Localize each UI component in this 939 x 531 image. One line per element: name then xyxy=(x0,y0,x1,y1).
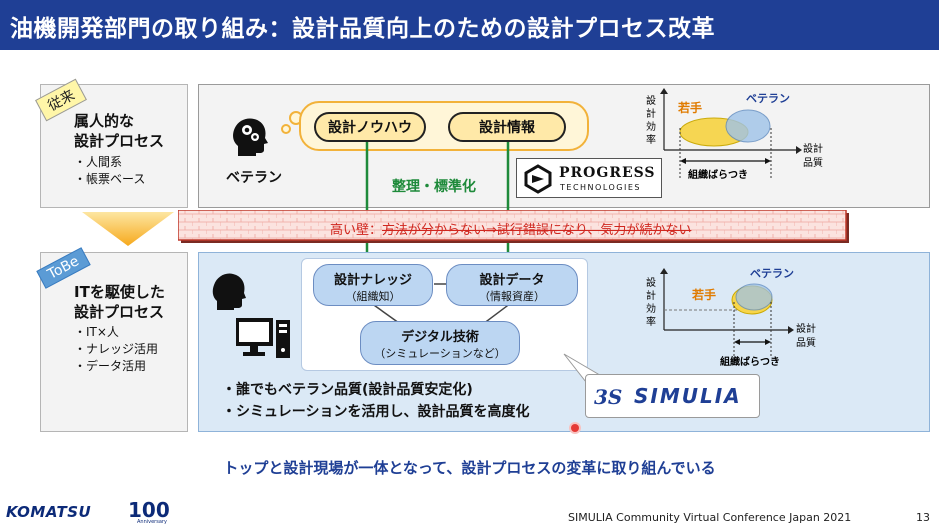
future-chart-x-label-1: 設計 xyxy=(796,322,816,335)
knowledge-sub: （組織知） xyxy=(345,290,401,303)
footer-message: トップと設計現場が一体となって、設計プロセスの変革に取り組んでいる xyxy=(223,459,716,477)
standardize-arrows xyxy=(361,142,514,268)
page-number: 13 xyxy=(916,511,930,524)
veteran-label: ベテラン xyxy=(226,170,282,186)
current-chart-x-label-1: 設計 xyxy=(803,142,823,155)
future-process-title-2: 設計プロセス xyxy=(74,303,165,321)
knowledge-title: 設計ナレッジ xyxy=(333,273,412,288)
current-bullet-1: ・人間系 xyxy=(74,155,123,169)
wall-text: 高い壁：方法が分からない⇒試行錯誤になり、気力が続かない xyxy=(330,219,691,238)
future-chart-series-young: 若手 xyxy=(691,287,716,302)
komatsu-logo: KOMATSU xyxy=(6,503,92,521)
current-chart-series-young: 若手 xyxy=(677,100,702,115)
current-chart-y-label-4: 率 xyxy=(646,133,656,146)
current-chart-series-veteran: ベテラン xyxy=(746,92,790,105)
progress-logo-text: PROGRESS xyxy=(559,165,656,181)
future-chart-variation: 組織ばらつき xyxy=(720,355,780,368)
conference-name: SIMULIA Community Virtual Conference Jap… xyxy=(568,511,852,524)
current-process-title-2: 設計プロセス xyxy=(74,132,165,150)
svg-text:3S: 3S xyxy=(594,385,622,409)
thought-dot-small xyxy=(281,124,291,134)
future-veteran-ellipse xyxy=(735,283,773,311)
future-chart-y-label-1: 設 xyxy=(646,276,656,289)
wall-struck-text: 方法が分からない⇒試行錯誤になり、気力が続かない xyxy=(382,223,692,238)
digital-title: デジタル技術 xyxy=(401,330,479,345)
future-chart-x-label-2: 品質 xyxy=(796,336,816,349)
current-bullet-2: ・帳票ベース xyxy=(74,172,146,186)
progress-mark-icon xyxy=(524,164,552,194)
current-veteran-ellipse xyxy=(725,109,771,143)
wall-prefix: 高い壁： xyxy=(330,223,383,238)
current-chart-y-label-2: 計 xyxy=(646,107,656,120)
statement-2: ・シミュレーションを活用し、設計品質を高度化 xyxy=(222,404,530,420)
high-wall xyxy=(178,210,849,243)
future-process-title-1: ITを駆使した xyxy=(74,283,165,301)
future-chart-y-label-2: 計 xyxy=(646,289,656,302)
current-chart-variation: 組織ばらつき xyxy=(688,168,748,181)
future-process-panel xyxy=(40,252,188,432)
standardize-label: 整理・標準化 xyxy=(392,179,476,195)
current-chart-y-label-1: 設 xyxy=(646,94,656,107)
current-chart-y-label-3: 効 xyxy=(646,120,656,133)
knowledge-bubble: 設計ナレッジ （組織知） xyxy=(313,264,433,306)
digital-bubble: デジタル技術 （シミュレーションなど） xyxy=(360,321,520,365)
anniversary-logo: 100 xyxy=(128,498,170,522)
future-bullet-1: ・IT×人 xyxy=(74,325,119,339)
data-title: 設計データ xyxy=(479,273,545,288)
cursor-dot xyxy=(571,424,579,432)
future-chart-y-label-3: 効 xyxy=(646,302,656,315)
title-bar: 油機開発部門の取り組み：設計品質向上のための設計プロセス改革 xyxy=(0,0,939,50)
veteran-head-icon xyxy=(233,118,268,156)
statement-1: ・誰でもベテラン品質(設計品質安定化) xyxy=(222,382,473,398)
data-sub: （情報資産） xyxy=(479,290,545,303)
data-bubble: 設計データ （情報資産） xyxy=(446,264,578,306)
current-quality-chart: 設 計 効 率 設計 品質 若手 ベテラン 組織ばらつき xyxy=(646,88,823,181)
digital-sub: （シミュレーションなど） xyxy=(374,347,506,360)
progress-logo: PROGRESS TECHNOLOGIES xyxy=(516,158,662,198)
info-pill: 設計情報 xyxy=(448,112,566,142)
computer-icon xyxy=(236,318,290,358)
current-process-title-1: 属人的な xyxy=(74,112,135,130)
head-icon xyxy=(212,273,246,310)
page-title: 油機開発部門の取り組み：設計品質向上のための設計プロセス改革 xyxy=(10,16,715,42)
simulia-mark-icon: 3S xyxy=(594,385,622,409)
knowhow-pill: 設計ノウハウ xyxy=(314,112,426,142)
future-chart-y-label-4: 率 xyxy=(646,315,656,328)
progress-logo-sub: TECHNOLOGIES xyxy=(560,183,641,192)
transition-arrow xyxy=(82,212,174,246)
simulia-logo: 3S SIMULIA xyxy=(585,374,760,418)
future-bullet-3: ・データ活用 xyxy=(74,359,147,373)
future-bullet-2: ・ナレッジ活用 xyxy=(74,342,159,356)
current-chart-x-label-2: 品質 xyxy=(803,156,823,169)
future-chart-series-veteran: ベテラン xyxy=(750,267,794,280)
anniversary-sub: Anniversary xyxy=(137,519,167,525)
future-quality-chart: 設 計 効 率 設計 品質 若手 ベテラン 組織ばらつき xyxy=(646,267,816,368)
simulia-logo-text: SIMULIA xyxy=(634,384,742,408)
